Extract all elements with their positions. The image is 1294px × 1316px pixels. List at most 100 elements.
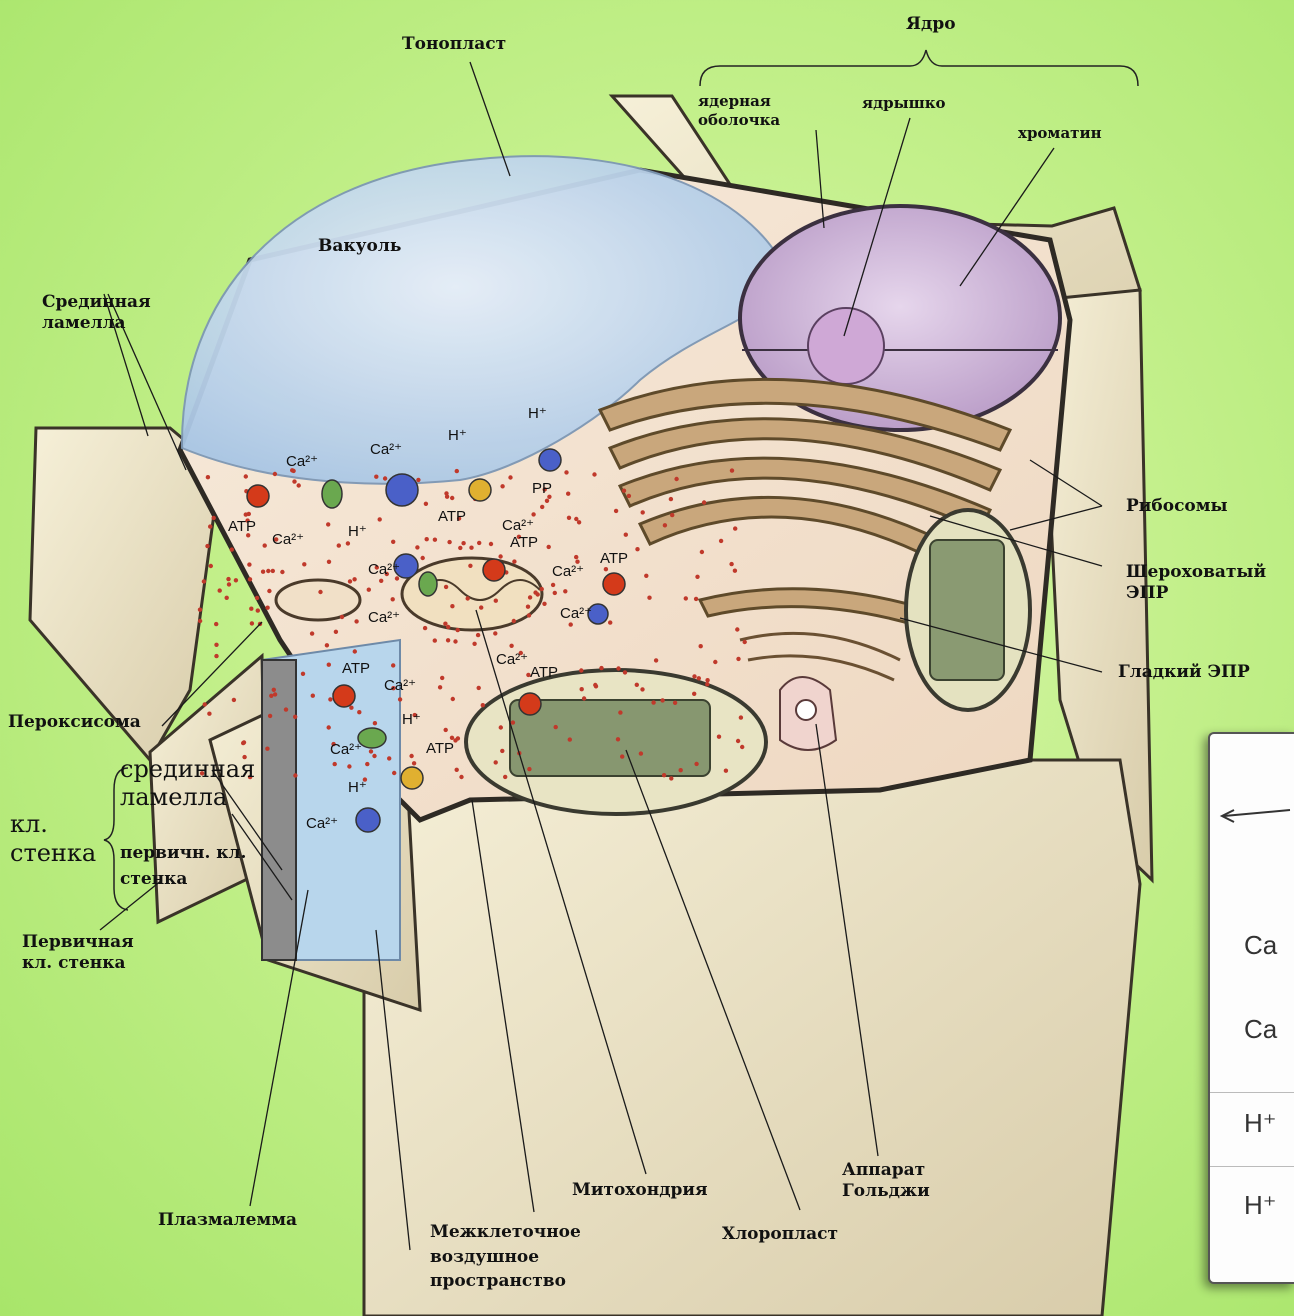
ribosome-dot [206,475,210,479]
label-cell-wall: кл. стенка [10,810,96,868]
ribosome-dot [337,543,341,547]
ribosome-dot [540,505,544,509]
ribosome-dot [459,775,463,779]
ribosome-dot [354,619,358,623]
ribosome-dot [670,513,674,517]
ribosome-dot [604,567,608,571]
ribosome-dot [409,754,413,758]
ribosome-dot [456,736,460,740]
ribosome-dot [699,644,703,648]
wall-top-left [30,428,220,760]
ribosome-dot [284,707,288,711]
ribosome-dot [352,577,356,581]
ribosome-dot [579,668,583,672]
label-rough-er: Шероховатый ЭПР [1126,562,1266,605]
ribosome-dot [660,698,664,702]
ribosome-dot [702,500,706,504]
ribosome-dot [498,554,502,558]
ribosome-dot [451,697,455,701]
ribosome-dot [635,683,639,687]
ribosome-dot [367,588,371,592]
ribosome-dot [455,469,459,473]
ribosome-dot [334,630,338,634]
ribosome-dot [733,526,737,530]
ribosome-dot [622,489,626,493]
ribosome-dot [225,596,229,600]
ribosome-dot [616,666,620,670]
ribosome-dot [392,771,396,775]
ribosome-dot [641,510,645,514]
chloroplast-shape [466,670,766,814]
ribosome-dot [447,540,451,544]
ribosome-dot [280,570,284,574]
ribosome-dot [545,499,549,503]
ribosome-dot [198,608,202,612]
ribosome-dot [599,666,603,670]
ribosome-dot [654,658,658,662]
ion-ca2-a: Ca²⁺ [286,452,318,470]
label-mitochondrion: Митохондрия [572,1180,708,1201]
ion-atp-d: ATP [600,550,628,567]
pump-red-5 [333,685,355,707]
ribosome-dot [635,547,639,551]
ribosome-dot [684,596,688,600]
ribosome-dot [423,626,427,630]
ribosome-dot [651,700,655,704]
ribosome-dot [421,556,425,560]
ribosome-dot [564,470,568,474]
inset-arrow [1210,796,1294,836]
ion-atp-b: ATP [438,508,466,525]
ribosome-dot [379,579,383,583]
ribosome-dot [592,472,596,476]
nucleus-bracket [700,50,1138,86]
ribosome-dot [500,749,504,753]
pump-blue-4 [356,808,380,832]
ion-h-a: H⁺ [348,522,367,540]
ribosome-dot [383,476,387,480]
ribosome-dot [509,644,513,648]
ribosome-dot [450,604,454,608]
ribosome-dot [443,622,447,626]
ribosome-dot [209,564,213,568]
ribosome-dot [292,479,296,483]
ribosome-dot [445,495,449,499]
ion-h-c: H⁺ [528,404,547,422]
ribosome-dot [673,701,677,705]
label-wall-middle-lamella: срединная ламелла [120,756,255,811]
ribosome-dot [500,484,504,488]
inset-row-1: Ca [1244,930,1277,961]
label-smooth-er: Гладкий ЭПР [1118,662,1250,683]
ribosome-dot [458,546,462,550]
ribosome-dot [333,762,337,766]
ribosome-dot [697,676,701,680]
label-intercellular-space: Межклеточное воздушное пространство [430,1220,581,1294]
ribosome-dot [241,741,245,745]
ribosome-dot [527,767,531,771]
ribosome-dot [273,472,277,476]
ribosome-dot [218,588,222,592]
ribosome-dot [353,649,357,653]
ribosome-dot [265,606,269,610]
ribosome-dot [568,737,572,741]
ribosome-dot [640,687,644,691]
ribosome-dot [511,720,515,724]
ribosome-dot [255,596,259,600]
ribosome-dot [327,663,331,667]
ribosome-dot [593,683,597,687]
ion-pp: PP [532,480,552,497]
ribosome-dot [527,613,531,617]
ribosome-dot [271,569,275,573]
ribosome-dot [733,569,737,573]
ribosome-dot [616,737,620,741]
pump-red [247,485,269,507]
pump-green-2 [419,572,437,596]
label-vacuole: Вакуоль [318,236,401,257]
ribosome-dot [743,640,747,644]
ribosome-dot [205,544,209,548]
ribosome-dot [618,710,622,714]
ribosome-dot [424,502,428,506]
ion-ca2-l: Ca²⁺ [306,814,338,832]
ribosome-dot [624,533,628,537]
ribosome-dot [695,575,699,579]
